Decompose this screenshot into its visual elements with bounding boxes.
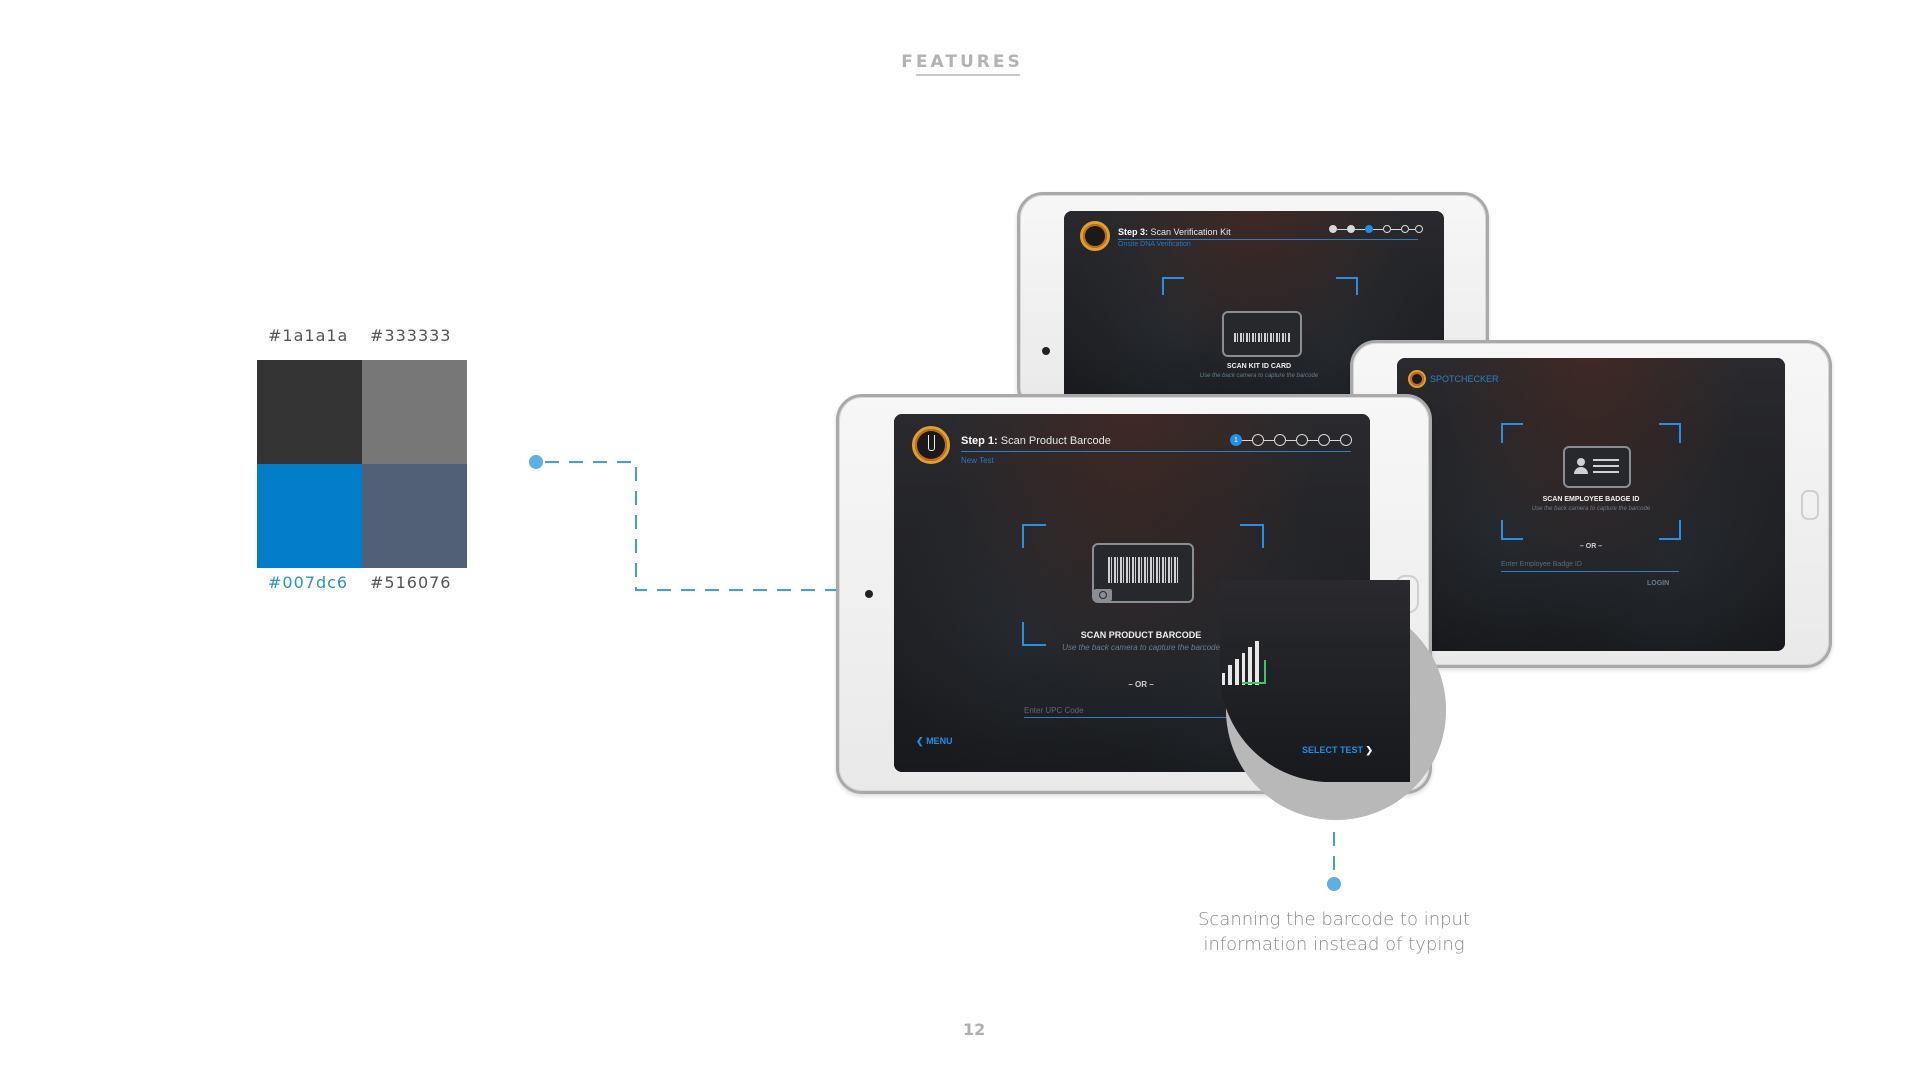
scan-frame-corner [1501, 520, 1523, 540]
step1-rule [961, 451, 1351, 452]
step3-title: Step 3: Scan Verification Kit [1118, 227, 1231, 237]
select-test-label: SELECT TEST [1302, 745, 1364, 755]
color-swatch-blue [257, 464, 362, 568]
menu-button[interactable]: ❮ MENU [916, 736, 953, 747]
scan-frame-corner [1659, 423, 1681, 443]
progress-step-3 [1365, 225, 1373, 233]
color-swatch-gray [362, 360, 467, 464]
scan-frame-corner [1162, 277, 1184, 295]
caption-line-1: Scanning the barcode to input [1197, 909, 1471, 930]
select-test-button[interactable]: SELECT TEST ❯ [1302, 745, 1373, 756]
login-button[interactable]: LOGIN [1647, 580, 1670, 587]
step3-rule [1118, 239, 1418, 240]
scan-badge-target[interactable] [1563, 446, 1631, 488]
step3-prefix: Step 3: [1118, 227, 1149, 237]
scan-frame-corner [1336, 277, 1358, 295]
camera-icon [1094, 589, 1112, 601]
scan-kit-hint: Use the back camera to capture the barco… [1199, 373, 1319, 379]
scan-frame-corner [1242, 660, 1266, 684]
swatch-label-3: #007dc6 [268, 573, 349, 592]
progress-step-5 [1318, 434, 1330, 446]
test-tube-logo-icon [1080, 221, 1110, 251]
menu-label: MENU [926, 736, 953, 746]
progress-step-1: 1 [1230, 434, 1242, 446]
magnified-screen-area: SELECT TEST ❯ [1220, 580, 1410, 782]
step1-progress: 1 [1230, 433, 1354, 447]
swatch-label-2: #333333 [370, 326, 452, 345]
tablet-camera [865, 590, 873, 598]
or-divider: – OR – [1579, 543, 1603, 550]
spotchecker-logo-icon [1408, 370, 1426, 388]
swatch-label-1: #1a1a1a [268, 326, 349, 345]
upc-code-underline [1024, 717, 1268, 718]
scan-frame-corner [1659, 520, 1681, 540]
app-name: SPOTCHECKER [1430, 374, 1499, 384]
progress-step-4 [1296, 434, 1308, 446]
step1-title: Step 1: Scan Product Barcode [961, 435, 1111, 447]
step1-name: Scan Product Barcode [1000, 435, 1111, 447]
step3-subtitle: Onsite DNA Verification [1118, 241, 1191, 248]
chevron-left-icon: ❮ [916, 736, 924, 746]
color-swatch-slate [362, 464, 467, 568]
page-number: 12 [963, 1020, 986, 1039]
tablet-camera [1042, 347, 1050, 355]
step1-subtitle: New Test [961, 456, 994, 465]
step1-prefix: Step 1: [961, 435, 998, 447]
magnified-barcode-icon [1220, 635, 1270, 690]
step3-name: Scan Verification Kit [1150, 227, 1231, 237]
progress-step-6 [1340, 434, 1352, 446]
barcode-icon [1234, 333, 1290, 342]
step3-progress [1329, 224, 1424, 236]
tablet-spotchecker-screen: SPOTCHECKER SCAN EMPLOYEE BADGE ID Use t… [1397, 358, 1785, 651]
progress-step-3 [1274, 434, 1286, 446]
id-card-icon [1573, 456, 1589, 476]
palette-connector [545, 461, 845, 591]
progress-step-5 [1401, 225, 1409, 233]
scan-barcode-target[interactable] [1092, 543, 1194, 603]
progress-step-6 [1415, 225, 1423, 233]
scan-barcode-label: SCAN PRODUCT BARCODE [1080, 630, 1202, 640]
scan-frame-corner [1022, 524, 1046, 548]
progress-step-2 [1347, 225, 1355, 233]
progress-step-2 [1252, 434, 1264, 446]
section-title-underline [916, 74, 1020, 76]
progress-step-1 [1329, 225, 1337, 233]
feature-caption: Scanning the barcode to input informatio… [1134, 907, 1534, 957]
tablet-home-button [1801, 490, 1819, 520]
or-divider: – OR – [1128, 680, 1154, 689]
chevron-right-icon: ❯ [1365, 745, 1374, 755]
scan-frame-corner [1501, 423, 1523, 443]
badge-id-input[interactable]: Enter Employee Badge ID [1501, 561, 1582, 568]
tablet-step3: Step 3: Scan Verification Kit Onsite DNA… [1017, 192, 1489, 413]
test-tube-logo-icon [912, 426, 950, 464]
caption-connector-dot [1327, 877, 1341, 891]
scan-frame-corner [1240, 524, 1264, 548]
swatch-label-4: #516076 [370, 573, 452, 592]
badge-id-underline [1501, 571, 1679, 572]
palette-connector-dot [529, 455, 543, 469]
progress-step-4 [1383, 225, 1391, 233]
magnifier-overlay: SELECT TEST ❯ [1220, 580, 1450, 832]
upc-code-input[interactable]: Enter UPC Code [1024, 706, 1084, 715]
scan-badge-label: SCAN EMPLOYEE BADGE ID [1542, 496, 1640, 503]
scan-frame-corner [1022, 622, 1046, 646]
scan-kit-card-target[interactable] [1222, 311, 1302, 357]
barcode-icon [1108, 557, 1178, 583]
scan-barcode-hint: Use the back camera to capture the barco… [1062, 643, 1220, 652]
scan-badge-hint: Use the back camera to capture the barco… [1531, 506, 1651, 512]
caption-line-2: information instead of typing [1203, 934, 1465, 955]
color-swatch-dark [257, 360, 362, 464]
section-title: FEATURES [901, 52, 1023, 72]
scan-kit-label: SCAN KIT ID CARD [1226, 363, 1292, 370]
